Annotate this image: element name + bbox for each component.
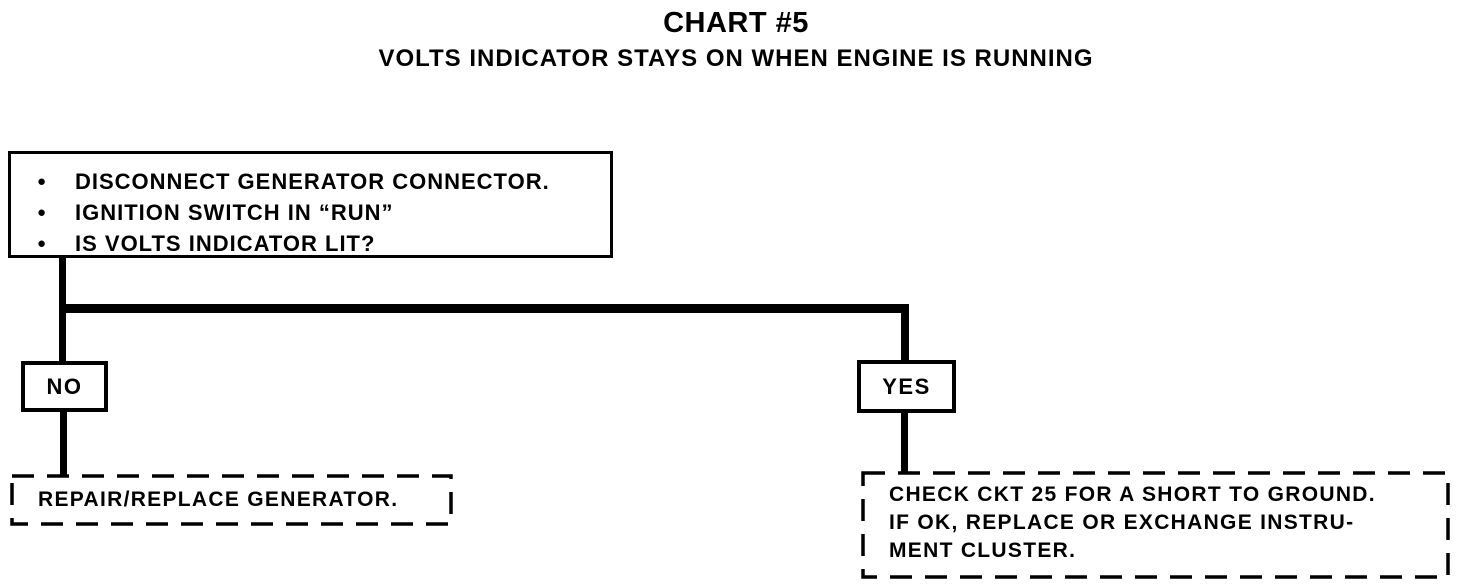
bullet-icon: ● (37, 204, 48, 221)
start-condition-text: IS VOLTS INDICATOR LIT? (75, 231, 376, 256)
connector-no-result-line (60, 412, 67, 475)
connector-yes-drop-line (901, 313, 909, 362)
start-condition-box: ● DISCONNECT GENERATOR CONNECTOR. ● IGNI… (8, 151, 613, 258)
start-condition-item: ● IGNITION SWITCH IN “RUN” (11, 197, 610, 228)
connector-horizontal-line (59, 304, 909, 313)
start-condition-text: IGNITION SWITCH IN “RUN” (75, 200, 394, 225)
no-action-text: REPAIR/REPLACE GENERATOR. (38, 488, 399, 511)
connector-yes-result-line (901, 413, 908, 472)
chart-title: CHART #5 (663, 7, 809, 39)
yes-action-line: IF OK, REPLACE OR EXCHANGE INSTRU- (889, 511, 1355, 534)
start-condition-item: ● IS VOLTS INDICATOR LIT? (11, 228, 610, 259)
no-branch-box: NO (21, 361, 108, 412)
connector-trunk-line (59, 257, 66, 308)
chart-subtitle: VOLTS INDICATOR STAYS ON WHEN ENGINE IS … (378, 45, 1094, 72)
bullet-icon: ● (37, 235, 48, 252)
no-branch-label: NO (46, 373, 83, 399)
yes-action-box: CHECK CKT 25 FOR A SHORT TO GROUND. IF O… (861, 471, 1450, 579)
yes-branch-box: YES (857, 360, 956, 413)
yes-action-line: CHECK CKT 25 FOR A SHORT TO GROUND. (889, 483, 1376, 506)
dashed-border (10, 474, 453, 526)
start-condition-text: DISCONNECT GENERATOR CONNECTOR. (75, 169, 550, 194)
start-condition-item: ● DISCONNECT GENERATOR CONNECTOR. (11, 166, 610, 197)
yes-branch-label: YES (882, 373, 931, 399)
no-action-box: REPAIR/REPLACE GENERATOR. (10, 474, 453, 526)
connector-no-drop-line (59, 313, 66, 363)
bullet-icon: ● (37, 173, 48, 190)
yes-action-line: MENT CLUSTER. (889, 539, 1077, 562)
dashed-border (861, 471, 1450, 579)
